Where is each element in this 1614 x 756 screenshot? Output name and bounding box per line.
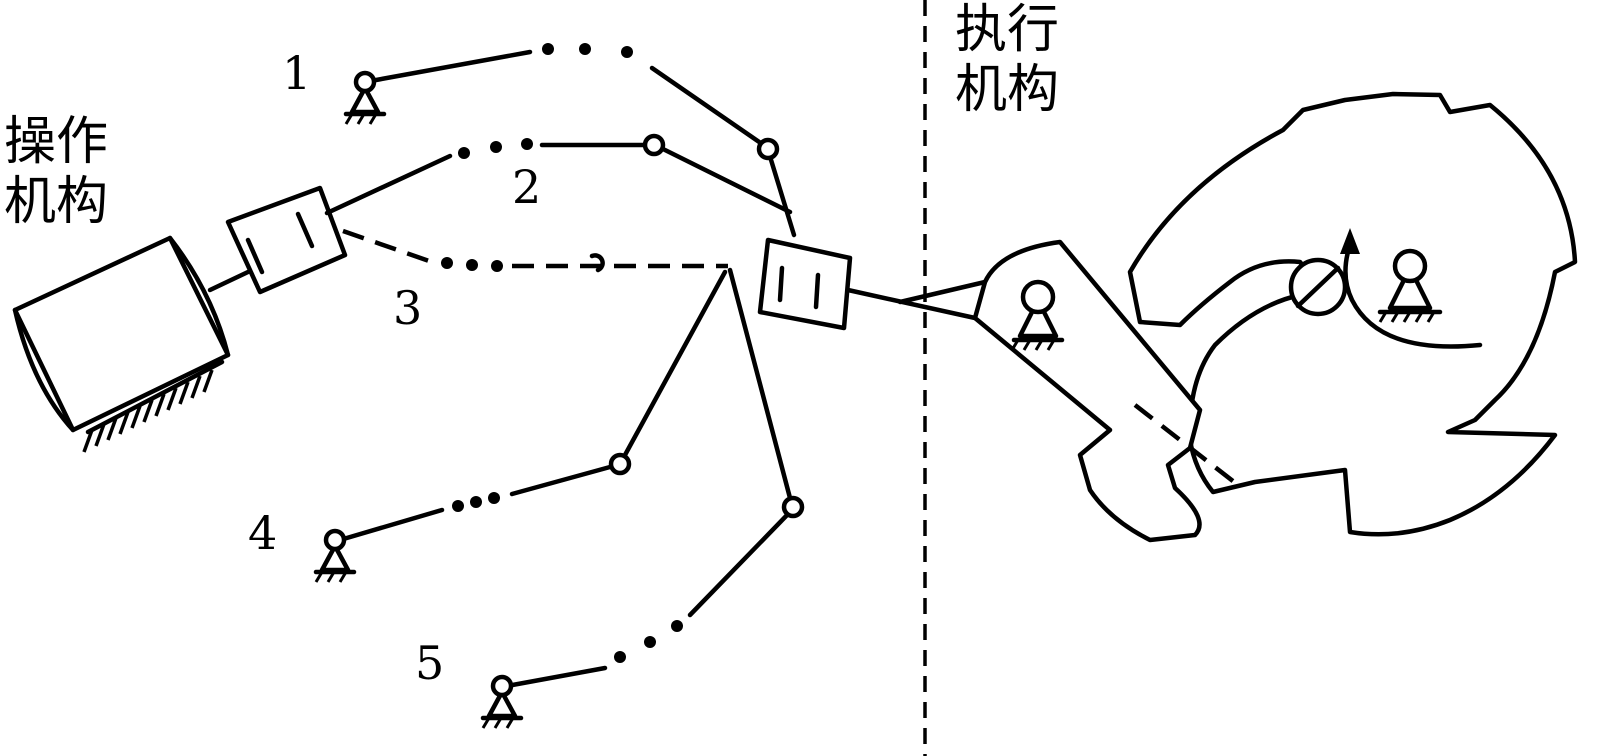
link-1	[362, 43, 797, 238]
link-3	[342, 228, 728, 273]
ground-pivot-4	[313, 528, 357, 583]
ground-hatch	[82, 369, 214, 453]
label-operating-mechanism: 操作 机构	[4, 112, 109, 232]
lever-pivot	[1010, 279, 1065, 351]
link-2-joint	[642, 133, 666, 157]
label-link-1: 1	[282, 46, 312, 100]
link-5	[504, 267, 805, 689]
rotation-arrow-icon	[1340, 228, 1483, 349]
label-link-3: 3	[393, 281, 423, 335]
link-4-joint	[608, 452, 632, 476]
label-actuating-mechanism: 执行 机构	[955, 0, 1060, 120]
link-4	[337, 269, 728, 543]
ground-pivot-1	[343, 70, 387, 125]
coupling-joint-left	[225, 185, 348, 295]
label-link-4: 4	[248, 506, 278, 560]
label-link-2: 2	[512, 160, 542, 214]
link-2	[324, 133, 793, 216]
output-link	[845, 287, 978, 321]
link-5-joint	[781, 495, 805, 519]
rotor-pin	[1288, 257, 1348, 317]
motor-drum	[12, 235, 231, 453]
label-link-5: 5	[415, 636, 445, 690]
link-1-joint	[756, 137, 780, 161]
coupling-joint-center	[757, 237, 853, 331]
motor-shaft	[207, 269, 251, 293]
ground-pivot-5	[480, 674, 524, 729]
rotor-pivot	[1377, 248, 1443, 323]
slotted-rotor	[1127, 91, 1578, 537]
